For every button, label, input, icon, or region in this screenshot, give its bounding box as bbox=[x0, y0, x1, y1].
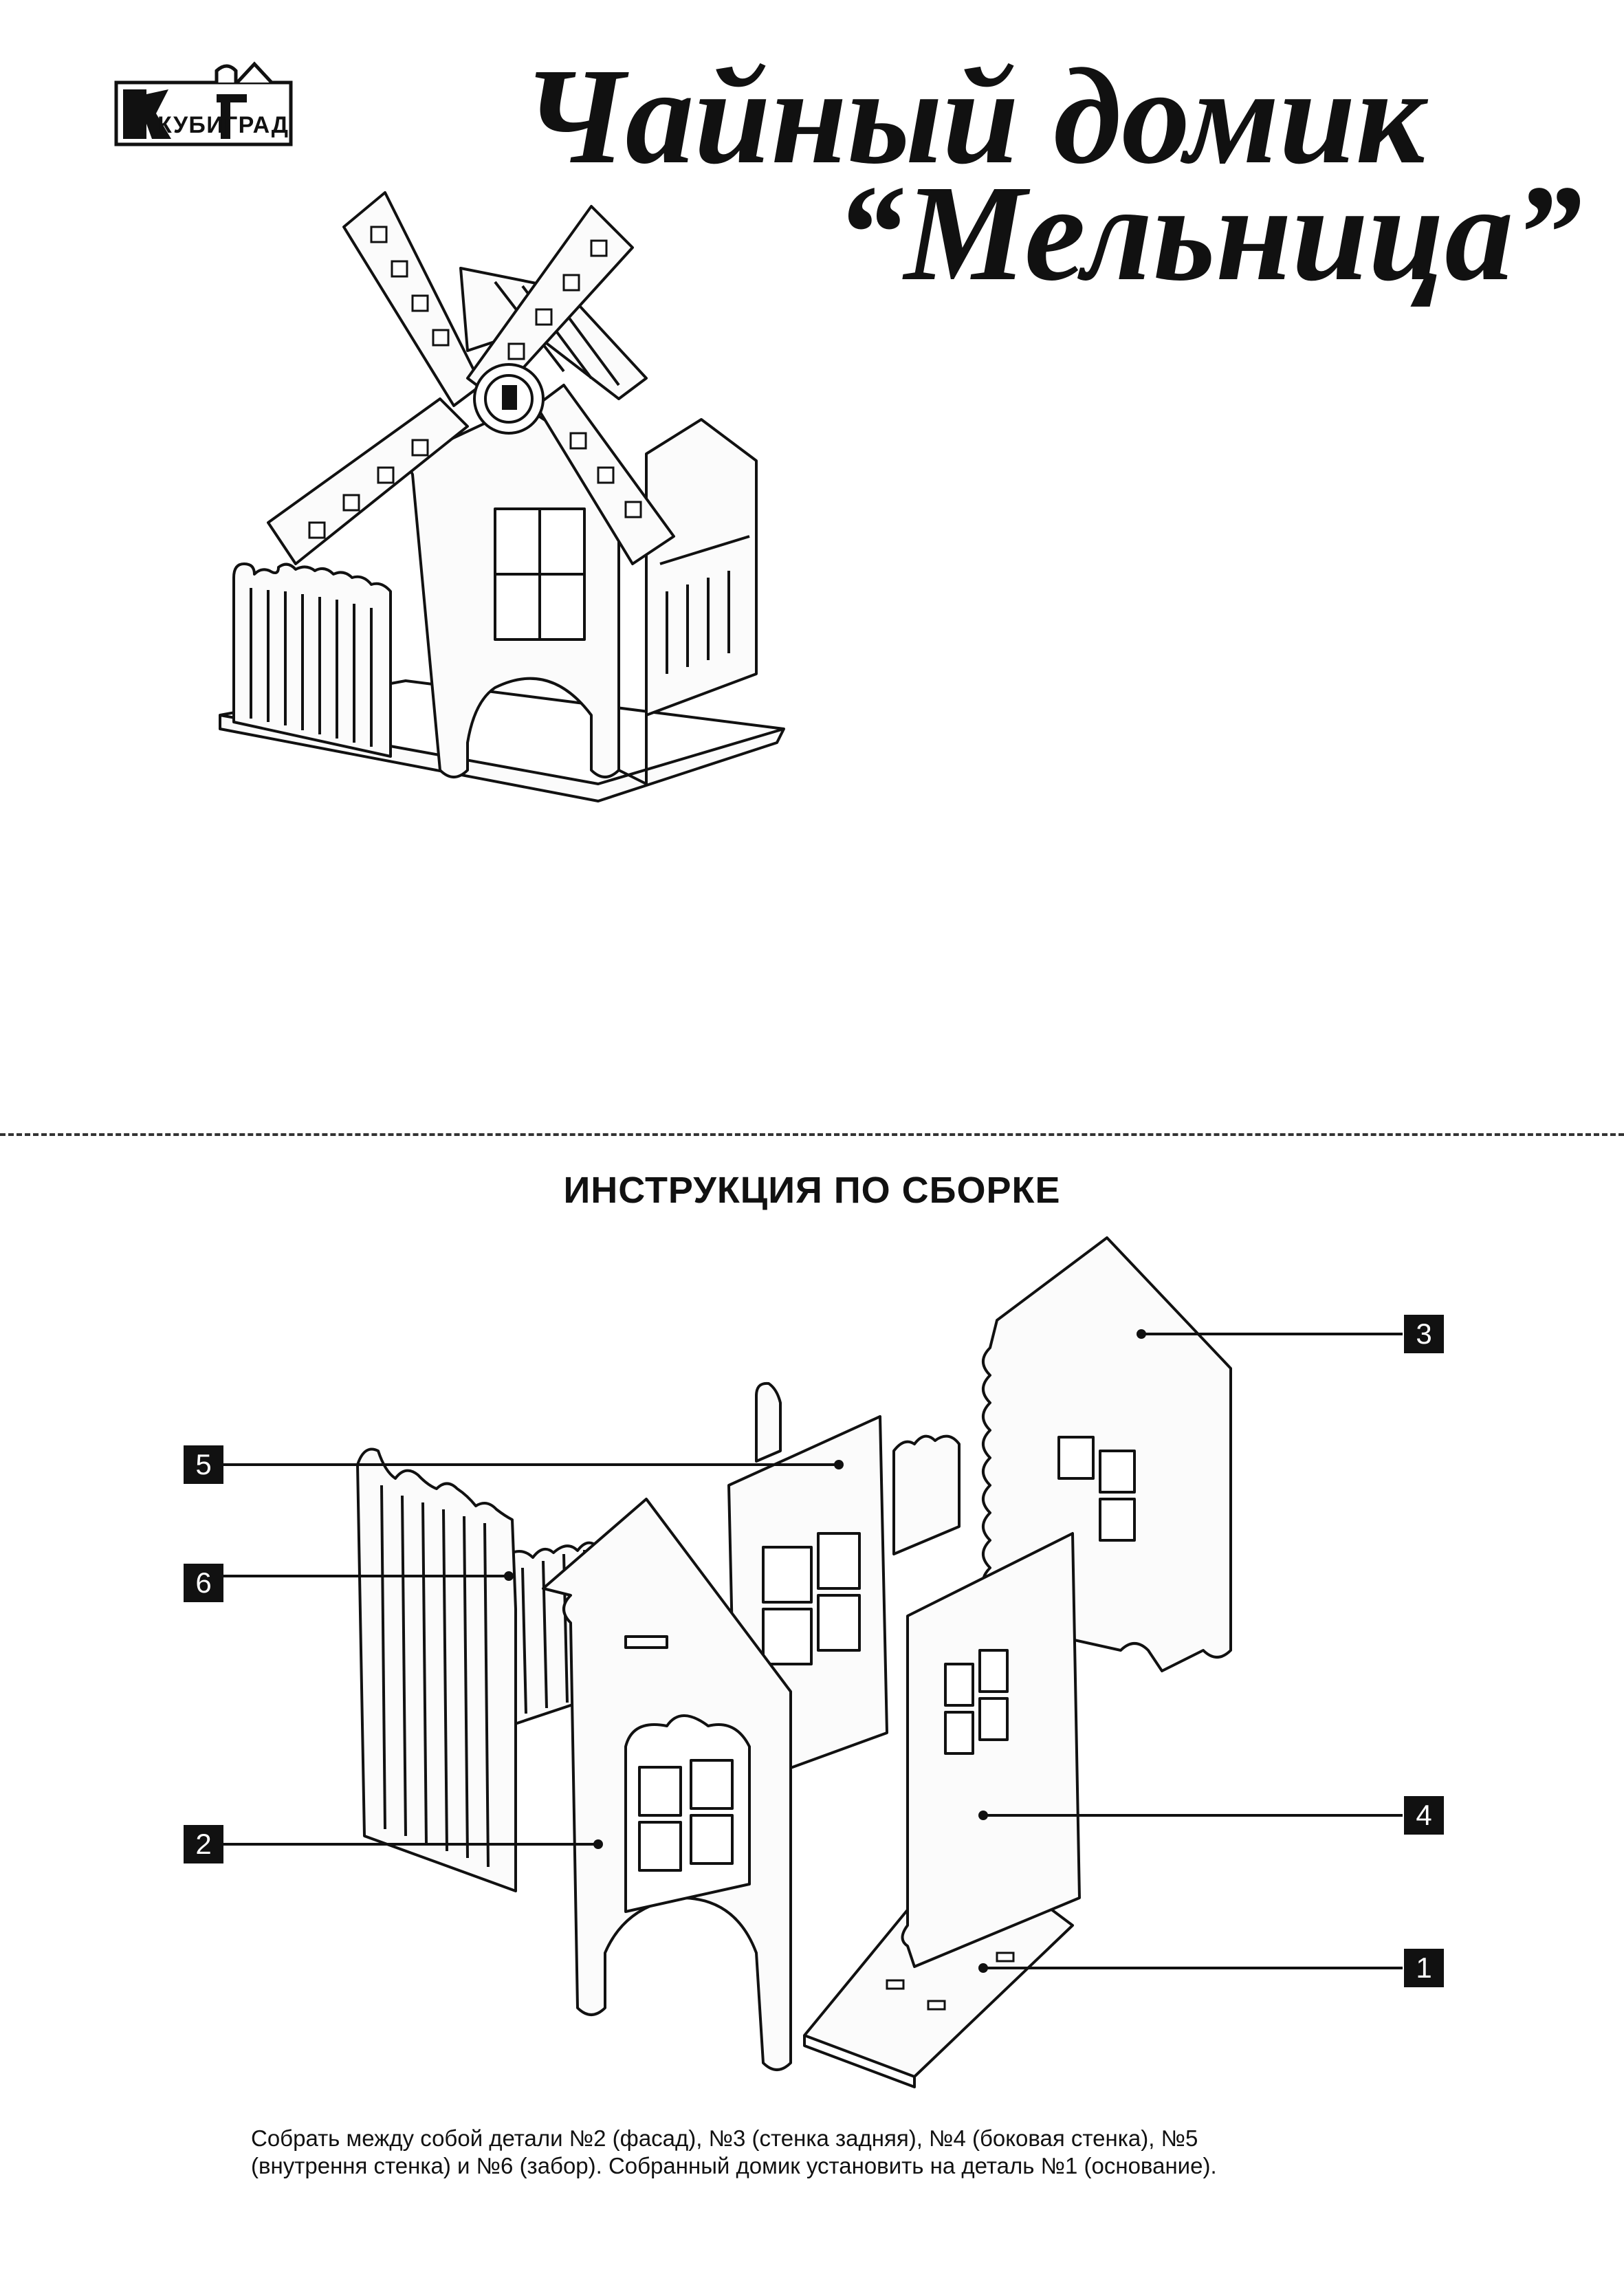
callout-part-3: 3 bbox=[1404, 1315, 1444, 1353]
assembly-instructions-text: Собрать между собой детали №2 (фасад), №… bbox=[251, 2125, 1420, 2180]
instructions-title: ИНСТРУКЦИЯ ПО СБОРКЕ bbox=[563, 1170, 1061, 1211]
callout-part-5: 5 bbox=[184, 1445, 223, 1484]
windmill-tea-house-illustration bbox=[219, 191, 785, 802]
brand-logo: КУБИГРАД bbox=[114, 61, 293, 146]
assembly-diagram bbox=[223, 1236, 1403, 2088]
callout-part-6: 6 bbox=[184, 1564, 223, 1602]
callout-part-1: 1 bbox=[1404, 1949, 1444, 1987]
callout-part-2: 2 bbox=[184, 1825, 223, 1863]
page-title-line1: Чайный домик bbox=[523, 41, 1426, 193]
instructions-line-2: (внутрення стенка) и №6 (забор). Собранн… bbox=[251, 2153, 1217, 2179]
logo-text: КУБИГРАД bbox=[157, 112, 288, 138]
instructions-line-1: Собрать между собой детали №2 (фасад), №… bbox=[251, 2125, 1198, 2151]
callout-part-4: 4 bbox=[1404, 1796, 1444, 1835]
page-title-line2: “Мельница” bbox=[835, 157, 1583, 309]
cut-line-divider bbox=[0, 1133, 1624, 1136]
